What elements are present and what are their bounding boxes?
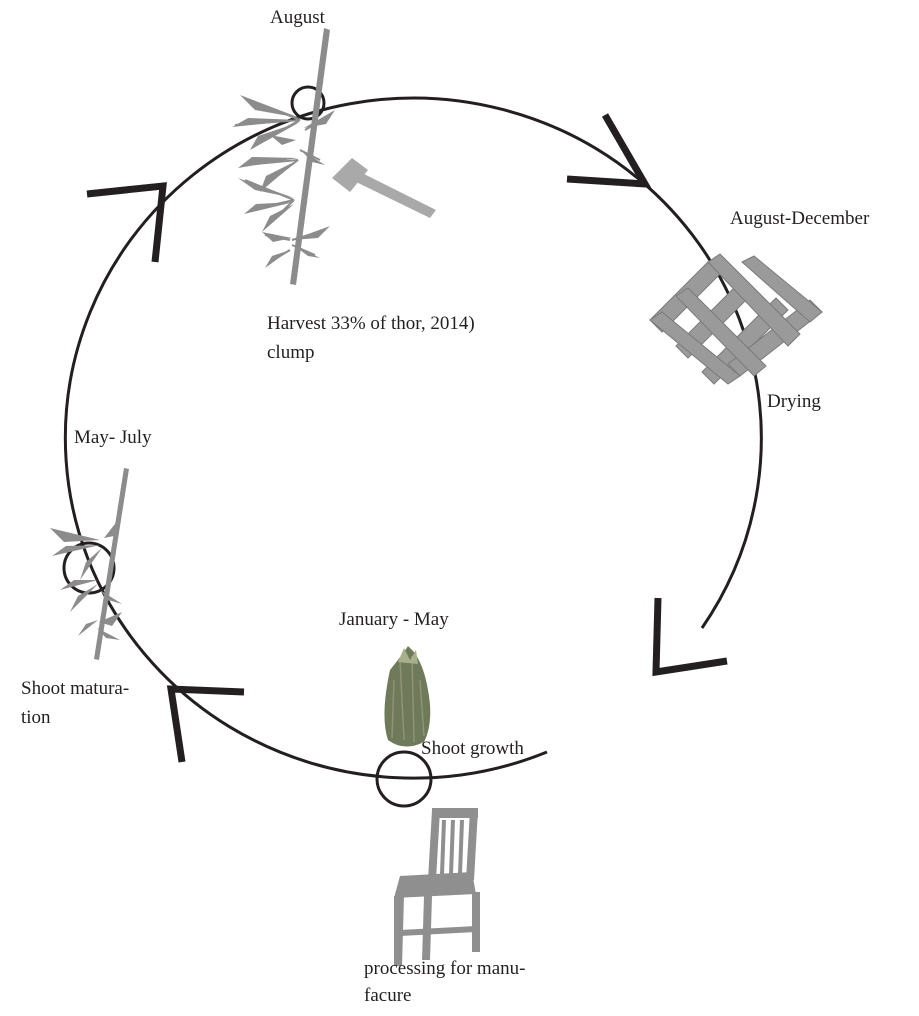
label-harvest-line2: clump	[267, 340, 315, 365]
bamboo-maturation-icon	[50, 468, 129, 660]
chair-icon	[394, 808, 480, 966]
cycle-arrow-left-top	[87, 186, 163, 262]
label-harvest-line1: Harvest 33% of thor, 2014)	[267, 311, 475, 336]
label-drying: Drying	[767, 389, 821, 414]
axe-icon	[332, 158, 436, 218]
bamboo-shoot-icon	[384, 646, 430, 747]
label-shoot-maturation-line1: Shoot matura-	[21, 676, 129, 701]
drying-rack-icon	[650, 254, 822, 384]
label-may-july: May- July	[74, 425, 152, 450]
label-shoot-maturation-line2: tion	[21, 705, 51, 730]
label-processing-line2: facure	[364, 983, 411, 1008]
label-shoot-growth: Shoot growth	[421, 736, 524, 761]
cycle-arrow-left-bottom	[171, 689, 244, 762]
bamboo-icon	[232, 28, 335, 285]
label-august: August	[270, 5, 325, 30]
label-processing-line1: processing for manu-	[364, 956, 525, 981]
label-january-may: January - May	[339, 607, 449, 632]
cycle-arrow-right-bottom	[656, 598, 727, 672]
label-august-december: August-December	[730, 206, 869, 231]
